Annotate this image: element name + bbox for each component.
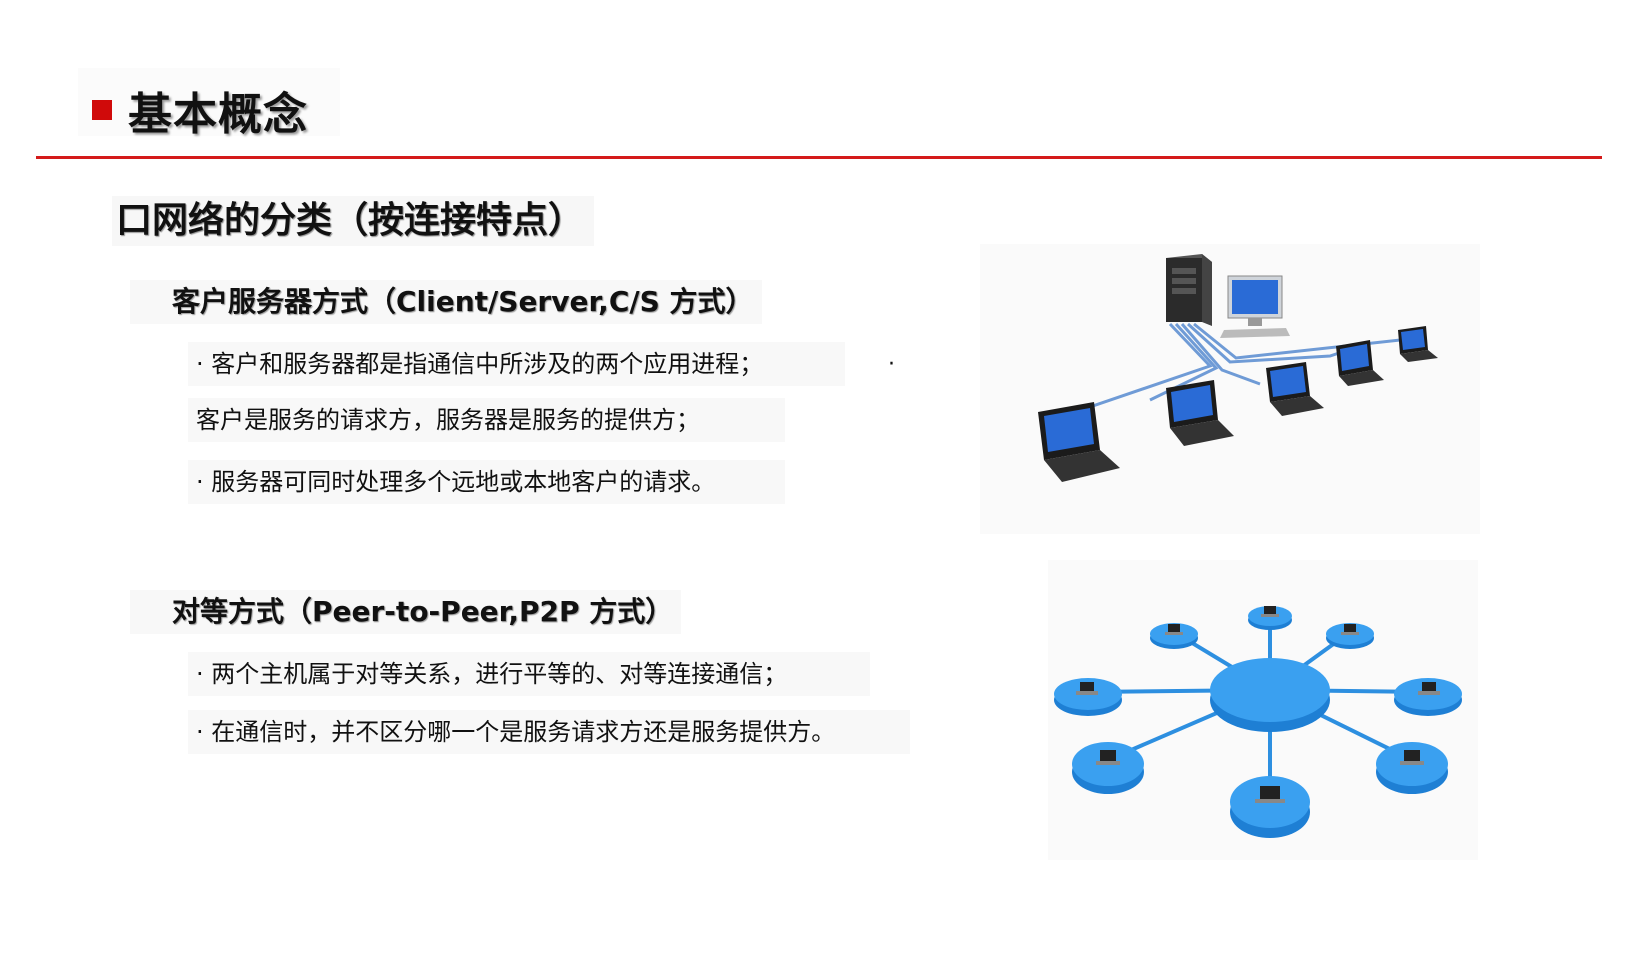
title-bullet-square [92, 100, 112, 120]
title-divider [36, 156, 1602, 159]
cs-network-diagram [1038, 254, 1438, 482]
cs-line-1-tail: · [888, 352, 895, 377]
p2p-line-1: · 两个主机属于对等关系，进行平等的、对等连接通信； [188, 652, 870, 696]
server-icon [1166, 254, 1212, 326]
p2p-heading: 对等方式（Peer-to-Peer,P2P 方式） [130, 590, 682, 634]
cs-heading: 客户服务器方式（Client/Server,C/S 方式） [130, 280, 762, 324]
section-title: 口网络的分类（按连接特点） [112, 196, 595, 246]
title-backdrop [78, 68, 340, 136]
p2p-line-2: · 在通信时，并不区分哪一个是服务请求方还是服务提供方。 [188, 710, 910, 754]
cs-line-3: · 服务器可同时处理多个远地或本地客户的请求。 [188, 460, 785, 504]
cs-network-image [980, 244, 1480, 534]
cs-line-2: 客户是服务的请求方，服务器是服务的提供方； [188, 398, 785, 442]
p2p-network-diagram [1054, 606, 1462, 838]
page-title: 基本概念 [128, 89, 308, 140]
cs-line-1: · 客户和服务器都是指通信中所涉及的两个应用进程； [188, 342, 845, 386]
p2p-network-image [1048, 560, 1478, 860]
monitor-icon [1220, 275, 1290, 338]
laptop-icons [1038, 326, 1438, 482]
